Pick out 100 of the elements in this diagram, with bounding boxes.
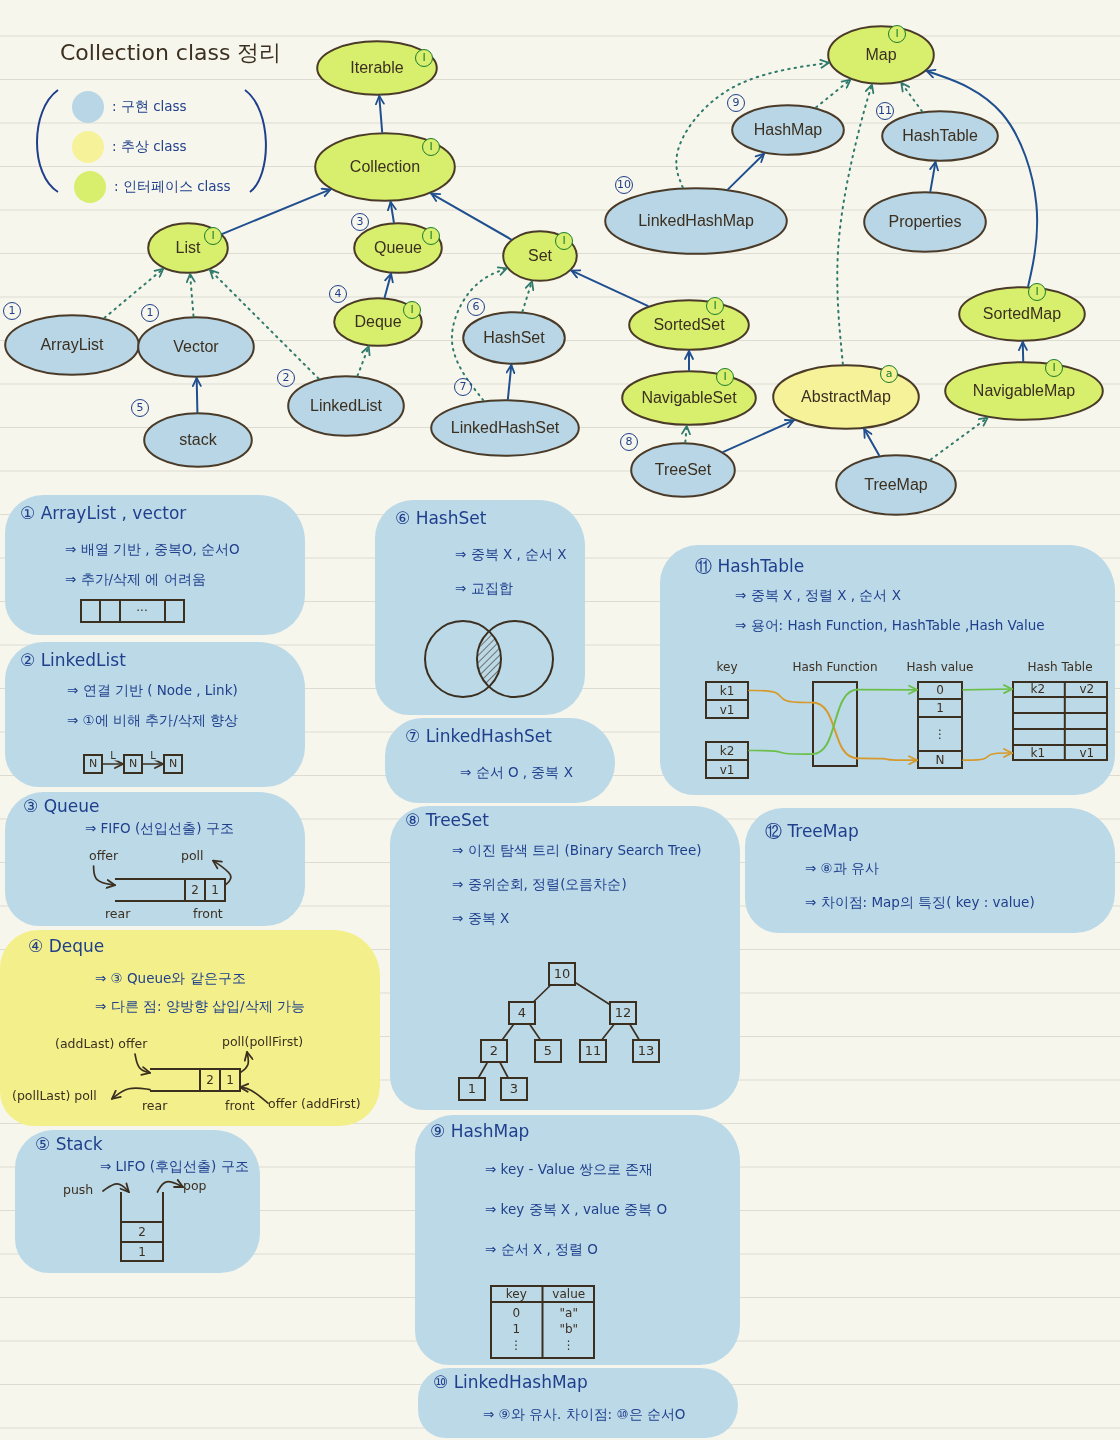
class-name: Map [865, 46, 897, 64]
note-panel [415, 1115, 740, 1365]
class-name: Iterable [350, 59, 404, 77]
note-panel [375, 500, 585, 715]
edge-label: L [108, 749, 118, 761]
class-name: SortedSet [653, 316, 725, 334]
column-heading: Hash Function [792, 660, 878, 674]
arrow [857, 684, 918, 695]
column-heading: Hash Table [1027, 660, 1093, 674]
tree-node: 1 [458, 1077, 486, 1101]
arrow [962, 748, 1013, 762]
tree-node: 3 [500, 1077, 528, 1101]
connector-line [748, 689, 813, 704]
type-marker: I [716, 368, 734, 386]
dotted-arrow [675, 59, 830, 189]
hash-table-value: v2 [1079, 682, 1095, 696]
class-name: LinkedList [310, 397, 382, 415]
hash-table-value: k1 [1030, 746, 1046, 760]
note-heading: ⑨ HashMap [430, 1121, 530, 1141]
tree-node: 11 [579, 1039, 607, 1063]
arrow [1018, 341, 1028, 362]
arrow [857, 755, 918, 766]
operation-label: offer [89, 848, 135, 866]
dotted-arrow [836, 83, 875, 366]
operation-label: poll [181, 848, 213, 866]
arrow [191, 377, 202, 413]
table-header: value [552, 1287, 586, 1301]
table-value: 1 [512, 1322, 521, 1336]
note-text: ⇒ 중복 X , 순서 X [455, 546, 567, 564]
legend-text: : 구현 class [112, 98, 187, 116]
connector-line [748, 749, 813, 755]
class-name: HashSet [483, 329, 545, 347]
entry-value: k2 [719, 743, 735, 758]
table-value: "b" [559, 1322, 579, 1336]
queue-end-label: front [193, 906, 223, 921]
type-marker: a [880, 365, 898, 383]
edge-label: L [148, 749, 158, 761]
class-name: LinkedHashSet [450, 419, 560, 437]
stack-value: 2 [138, 1225, 146, 1239]
connector-line [499, 1062, 509, 1078]
stack-value: 1 [138, 1245, 146, 1259]
arrow [727, 152, 766, 191]
tree-node: 13 [632, 1039, 660, 1063]
linked-list-node: N [163, 754, 183, 774]
class-name: Queue [374, 239, 422, 257]
arrow [863, 428, 881, 457]
connector-line [478, 1062, 488, 1078]
note-text: ⇒ 중복 X , 정렬 X , 순서 X [735, 587, 901, 605]
note-panel [390, 806, 740, 1110]
dotted-arrow [815, 78, 852, 109]
arrow [929, 160, 939, 193]
arrow [239, 1082, 269, 1105]
hash-table-value: k2 [1030, 682, 1046, 696]
note-text: ⇒ FIFO (선입선출) 구조 [85, 820, 234, 838]
arrow [375, 95, 385, 134]
dotted-arrow [900, 81, 923, 113]
note-heading: ② LinkedList [20, 650, 126, 670]
note-text: ⇒ 교집합 [455, 580, 513, 598]
note-text: ⇒ key 중복 X , value 중복 O [485, 1201, 668, 1219]
dotted-arrow [185, 272, 196, 318]
legend-text: : 인터페이스 class [114, 178, 231, 196]
note-text: ⇒ 다른 점: 양방향 삽입/삭제 가능 [95, 998, 305, 1016]
arrow [722, 419, 795, 453]
entry-value: v1 [719, 762, 735, 777]
queue-end-label: front [225, 1098, 255, 1113]
hash-value: 1 [936, 701, 944, 715]
entry-value: v1 [719, 702, 735, 717]
arrow [684, 350, 694, 371]
note-panel [5, 495, 305, 635]
class-name: Deque [354, 313, 402, 331]
note-panel [0, 930, 380, 1126]
note-heading: ⑥ HashSet [395, 508, 487, 528]
operation-label: (pollLast) poll [12, 1088, 112, 1106]
connector-line [533, 985, 551, 1002]
arrow [156, 1178, 184, 1193]
class-name: TreeSet [654, 461, 712, 479]
arrow [239, 1051, 254, 1074]
queue-value: 1 [211, 883, 219, 897]
legend-text: : 추상 class [112, 138, 187, 156]
queue-end-label: rear [105, 906, 131, 921]
arrow [387, 200, 397, 224]
class-name: TreeMap [864, 476, 928, 494]
connector-line [529, 1024, 541, 1040]
arrow [92, 865, 116, 889]
operation-label: pop [183, 1178, 215, 1196]
note-heading: ⑫ TreeMap [765, 820, 859, 843]
note-text: ⇒ ⑨와 유사. 차이점: ⑩은 순서O [483, 1406, 686, 1424]
note-text: ⇒ 순서 X , 정렬 O [485, 1241, 598, 1259]
entry-value: k1 [719, 683, 735, 698]
class-name: HashTable [902, 127, 978, 145]
note-text: ⇒ 연결 기반 ( Node , Link) [67, 682, 238, 700]
note-panel [418, 1368, 738, 1438]
arrow [505, 363, 516, 400]
class-name: Set [528, 247, 552, 265]
note-text: ⇒ 용어: Hash Function, HashTable ,Hash Value [735, 617, 1045, 635]
note-heading: ⑤ Stack [35, 1134, 103, 1154]
class-name: List [175, 239, 201, 257]
arrow [925, 68, 1039, 288]
class-name: Vector [173, 338, 219, 356]
tree-node: 10 [548, 962, 576, 986]
